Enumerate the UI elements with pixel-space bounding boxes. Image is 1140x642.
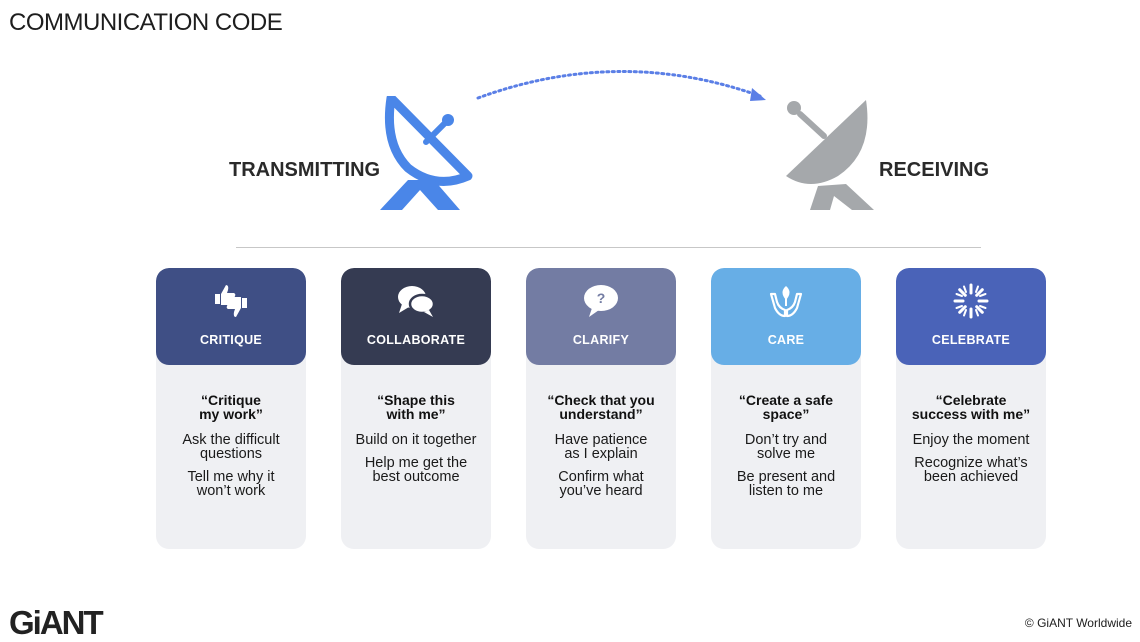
copyright: © GiANT Worldwide bbox=[1024, 616, 1132, 630]
card-quote: “Create a safe space” bbox=[738, 392, 834, 422]
card-celebrate: CELEBRATE “Celebrate success with me” En… bbox=[896, 268, 1046, 549]
card-point: Enjoy the moment bbox=[912, 432, 1030, 448]
card-header: CRITIQUE bbox=[156, 268, 306, 365]
thumbs-up-down-icon bbox=[215, 285, 247, 317]
card-critique: CRITIQUE “Critique my work” Ask the diff… bbox=[156, 268, 306, 549]
card-title: COLLABORATE bbox=[366, 333, 466, 347]
burst-icon bbox=[953, 283, 989, 319]
svg-text:?: ? bbox=[597, 290, 606, 306]
receiving-label: RECEIVING bbox=[879, 159, 990, 181]
question-bubble-icon: ? bbox=[584, 285, 618, 317]
card-point: Build on it together bbox=[355, 432, 477, 448]
card-header: CARE bbox=[711, 268, 861, 365]
chat-bubbles-icon bbox=[398, 286, 435, 317]
giant-logo: GiANT bbox=[9, 604, 104, 641]
card-clarify: ? CLARIFY “Check that you understand” Ha… bbox=[526, 268, 676, 549]
card-point: Don’t try and solve me bbox=[744, 432, 828, 462]
card-quote: “Shape this with me” bbox=[377, 392, 455, 422]
card-title: CLARIFY bbox=[572, 333, 630, 347]
card-header: ? CLARIFY bbox=[526, 268, 676, 365]
card-title: CARE bbox=[767, 333, 805, 347]
card-point: Help me get the best outcome bbox=[364, 455, 468, 485]
card-quote: “Check that you understand” bbox=[547, 392, 655, 422]
card-point: Be present and listen to me bbox=[736, 469, 836, 499]
card-point: Ask the difficult questions bbox=[182, 432, 280, 462]
transmission-arc bbox=[476, 70, 766, 101]
card-point: Have patience as I explain bbox=[554, 432, 648, 462]
card-care: CARE “Create a safe space” Don’t try and… bbox=[711, 268, 861, 549]
transmitting-label: TRANSMITTING bbox=[229, 159, 381, 181]
card-point: Tell me why it won’t work bbox=[187, 469, 275, 499]
card-title: CELEBRATE bbox=[931, 333, 1011, 347]
page-title: COMMUNICATION CODE bbox=[9, 9, 283, 36]
card-quote: “Celebrate success with me” bbox=[911, 392, 1031, 422]
divider bbox=[236, 247, 981, 248]
card-point: Confirm what you’ve heard bbox=[558, 469, 644, 499]
card-header: CELEBRATE bbox=[896, 268, 1046, 365]
transmitting-dish-icon bbox=[380, 96, 473, 210]
card-title: CRITIQUE bbox=[199, 333, 263, 347]
card-collaborate: COLLABORATE “Shape this with me” Build o… bbox=[341, 268, 491, 549]
card-quote: “Critique my work” bbox=[199, 392, 263, 422]
hands-plant-icon bbox=[769, 286, 803, 318]
receiving-dish-icon bbox=[786, 100, 874, 210]
card-header: COLLABORATE bbox=[341, 268, 491, 365]
card-point: Recognize what’s been achieved bbox=[914, 455, 1028, 485]
